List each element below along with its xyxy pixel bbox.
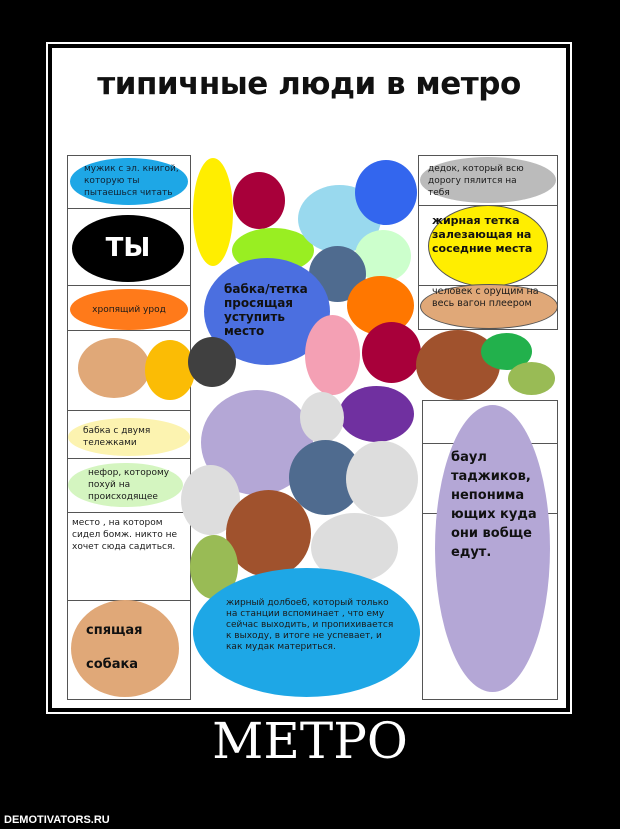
person-blob-nefor	[68, 463, 183, 507]
label-nefor: нефор, которому похуй на происходящее	[88, 468, 170, 502]
person-blob-fat-woman	[428, 205, 548, 287]
label-snoring: хропящий урод	[92, 305, 166, 315]
person-blob-ebook	[70, 158, 188, 205]
person-blob	[508, 362, 555, 395]
person-blob	[339, 386, 414, 442]
person-blob-you	[72, 215, 184, 282]
label-ebook-guy: мужик с эл. книгой, которую ты пытаешься…	[84, 164, 179, 198]
person-blob-snoring	[70, 289, 188, 330]
label-late-exit: жирный долбоеб, который только на станци…	[226, 598, 394, 652]
label-loud-player: человек с орущим на весь вагон плеером	[432, 286, 539, 309]
person-blob	[300, 392, 344, 443]
label-homeless-seat: место , на котором сидел бомж. никто не …	[72, 518, 178, 552]
label-sleeping-dog-1: спящая	[86, 623, 143, 638]
label-granny-carts: бабка с двумя тележками	[83, 426, 151, 448]
person-blob-bags	[435, 405, 550, 692]
person-blob-player	[420, 284, 558, 329]
person-blob	[78, 338, 150, 398]
person-blob	[226, 490, 311, 577]
poster-caption: МЕТРО	[212, 712, 408, 770]
person-blob	[188, 337, 236, 387]
label-old-man: дедок, который всю дорогу пялится на теб…	[428, 164, 524, 198]
person-blob	[193, 158, 233, 266]
person-blob	[355, 160, 417, 225]
person-blob-dog	[71, 600, 179, 697]
person-blob-old-man	[420, 157, 556, 203]
person-blob-granny-carts	[68, 418, 190, 456]
label-granny-seat: бабка/тетка просящая уступить место	[224, 282, 308, 338]
label-bags: баул таджиков, непонима ющих куда они во…	[451, 450, 537, 560]
person-blob	[145, 340, 195, 400]
person-blob	[362, 322, 421, 383]
label-fat-woman: жирная тетка залезающая на соседние мест…	[432, 214, 533, 255]
label-you: ТЫ	[105, 233, 151, 263]
diagram-title: типичные люди в метро	[97, 66, 521, 102]
person-blob	[346, 441, 418, 517]
person-blob	[305, 315, 360, 395]
person-blob-late-exit	[193, 568, 420, 697]
person-blob	[233, 172, 285, 229]
label-sleeping-dog-2: собака	[86, 657, 139, 672]
site-watermark: DEMOTIVATORS.RU	[4, 814, 110, 826]
poster-frame	[46, 42, 572, 714]
